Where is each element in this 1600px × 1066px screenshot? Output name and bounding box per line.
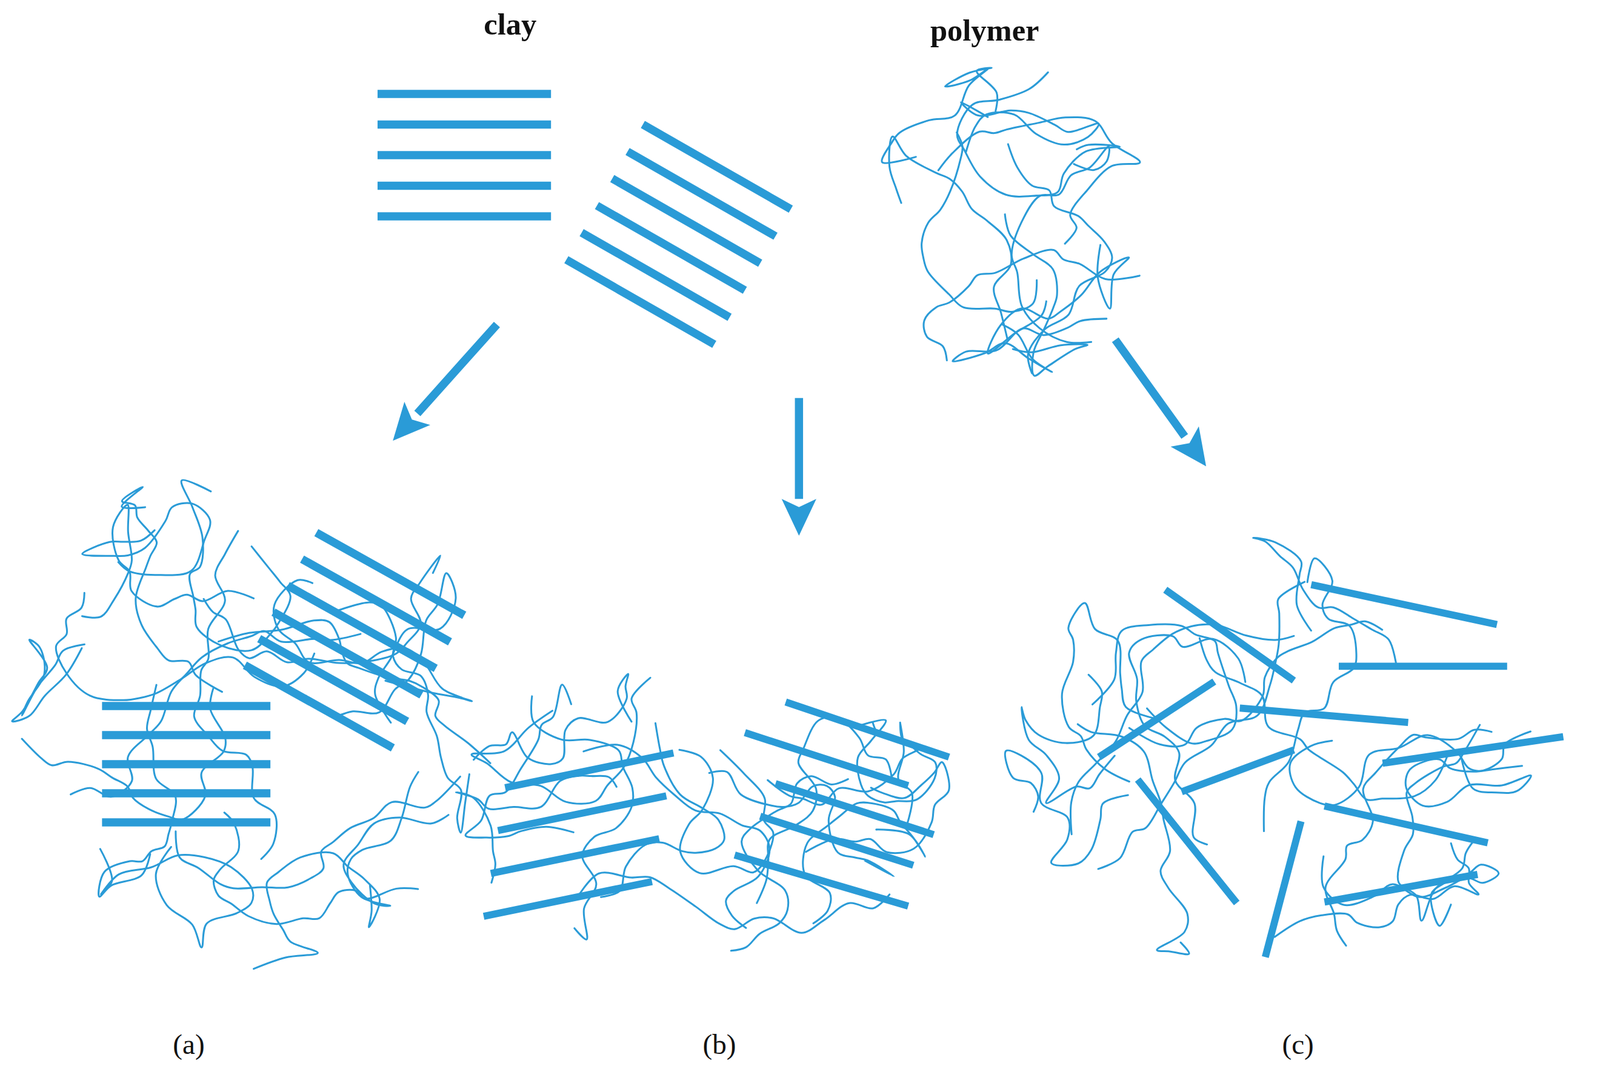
polymer-chain <box>338 602 470 833</box>
polymer-chain <box>961 102 1099 153</box>
arrow-shaft <box>417 324 497 414</box>
polymer-chain <box>193 530 277 859</box>
polymer-chain <box>730 776 848 951</box>
polymer-chain <box>987 244 1129 354</box>
polymer-chain <box>1061 603 1153 782</box>
clay-layer <box>760 816 914 866</box>
polymer-chain <box>1405 758 1531 807</box>
polymer-chain <box>1274 843 1479 938</box>
polymer-chain <box>952 318 1107 373</box>
component-label: clay <box>483 9 537 40</box>
clay-layer <box>612 178 760 264</box>
component-label: polymer <box>930 15 1040 47</box>
clay-layer <box>483 881 653 917</box>
arrow-head <box>781 498 817 536</box>
clay-layer <box>101 730 271 739</box>
clay-layer <box>504 753 674 788</box>
polymer-chain <box>583 744 770 928</box>
clay-layer <box>101 818 271 827</box>
clay-layer <box>101 789 271 797</box>
polymer-chain <box>81 504 254 618</box>
polymer-chains <box>12 67 1531 970</box>
polymer-chain <box>601 723 725 897</box>
clay-layer <box>596 205 745 291</box>
arrow-shaft <box>795 398 804 500</box>
clay-layer <box>566 259 714 345</box>
polymer-chain <box>956 72 1120 197</box>
polymer-chain <box>938 116 1140 244</box>
polymer-chain <box>70 630 361 797</box>
clay-layer <box>244 665 393 748</box>
polymer-chain <box>767 722 922 825</box>
polymer-chain <box>343 772 449 907</box>
clay-layer <box>377 212 551 220</box>
clay-layer <box>377 181 551 190</box>
polymer-chain <box>1253 537 1397 668</box>
polymer-chain <box>213 812 418 925</box>
clay-layer <box>1338 663 1508 671</box>
polymer-chain <box>1397 724 1480 921</box>
polymer-chain <box>473 673 632 765</box>
polymer-chain <box>881 67 998 164</box>
clay-layer <box>734 855 908 907</box>
clay-layer <box>1382 736 1564 764</box>
polymer-chain <box>679 749 774 874</box>
polymer-chain <box>253 852 380 969</box>
polymer-chain <box>55 592 314 700</box>
arrow-shaft <box>1115 340 1185 437</box>
clay-layer <box>627 151 776 237</box>
clay-layer <box>1311 584 1497 625</box>
polymer-chain <box>471 677 651 804</box>
polymer-chain <box>121 487 223 693</box>
polymer-chain <box>803 802 926 924</box>
arrow-head <box>392 401 431 441</box>
clay-layer <box>643 124 791 210</box>
clay-layer <box>1324 806 1488 844</box>
polymer-chain <box>82 503 211 576</box>
polymer-chain <box>1092 624 1237 744</box>
arrows <box>392 324 1207 536</box>
polymer-chain <box>921 132 1037 313</box>
polymer-chain <box>455 775 617 884</box>
clay-layer <box>287 585 436 668</box>
clay-layer <box>273 612 422 695</box>
polymer-chain <box>203 555 441 664</box>
clay-layer <box>1181 749 1294 792</box>
polymer-chain <box>12 640 85 722</box>
clay-platelets <box>101 93 1564 957</box>
clay-layer <box>377 120 551 129</box>
polymer-chain <box>306 573 456 724</box>
polymer-chain <box>1004 750 1128 866</box>
polymer-chain <box>530 696 633 940</box>
polymer-chain <box>1129 635 1246 845</box>
polymer-chain <box>1077 724 1190 955</box>
clay-layer <box>377 150 551 159</box>
polymer-chain <box>1011 146 1110 344</box>
polymer-chain <box>98 684 177 897</box>
clay-layer <box>785 701 949 757</box>
clay-layer <box>498 795 667 831</box>
polymer-chain <box>1070 624 1294 835</box>
polymer-chain <box>854 720 937 804</box>
clay-layer <box>581 232 730 318</box>
clay-layer <box>1265 821 1302 957</box>
polymer-chain <box>175 776 460 889</box>
polymer-chain <box>218 620 491 764</box>
polymer-chain <box>1289 731 1531 806</box>
clay-layer <box>316 532 465 616</box>
clay-layer <box>377 89 551 98</box>
panel-label: (a) <box>172 1030 205 1060</box>
polymer-chain <box>1325 729 1492 946</box>
arrow-head <box>1170 426 1207 467</box>
clay-layer <box>1137 779 1237 904</box>
polymer-chain <box>923 249 1140 361</box>
clay-layer <box>101 701 271 710</box>
polymer-chain <box>1021 674 1115 804</box>
polymer-chain <box>806 761 950 853</box>
polymer-chain <box>889 136 1012 340</box>
panel-label: (b) <box>702 1030 736 1060</box>
panel-label: (c) <box>1281 1030 1314 1060</box>
